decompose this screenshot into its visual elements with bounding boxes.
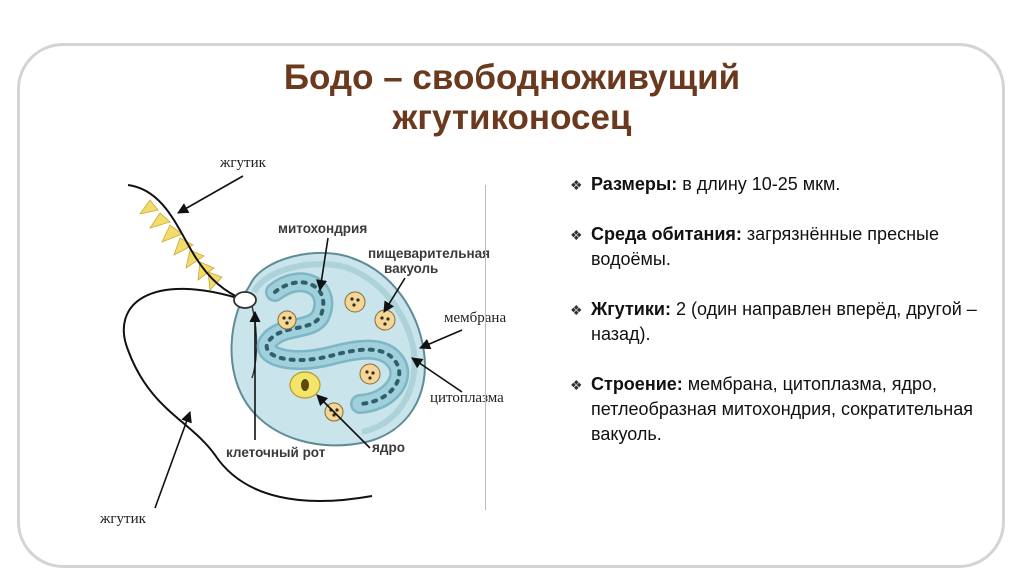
diamond-bullet-icon: ❖ <box>570 177 583 193</box>
label-membrane: мембрана <box>444 310 506 326</box>
fact-text: 2 (один направлен вперёд, другой – назад… <box>591 299 977 344</box>
arrow-membrane <box>418 329 463 350</box>
arrow-vacuole <box>383 277 406 313</box>
slide-frame <box>17 43 1005 568</box>
arrow-nucleus <box>316 394 371 449</box>
label-flagellum-bottom: жгутик <box>99 511 147 527</box>
arrow-flagellum-top <box>177 175 244 214</box>
fact-label: Жгутики: <box>591 299 671 319</box>
divider-line <box>485 185 486 510</box>
fact-label: Размеры: <box>591 174 678 194</box>
label-cytoplasm: цитоплазма <box>430 390 504 406</box>
fact-text: в длину 10-25 мкм. <box>677 174 841 194</box>
label-nucleus: ядро <box>372 440 405 455</box>
front-flagellum <box>127 184 245 301</box>
label-mitochondria: митохондрия <box>278 221 367 236</box>
label-flagellum-top: жгутик <box>219 155 267 171</box>
fact-size: ❖ Размеры: в длину 10-25 мкм. <box>568 172 993 197</box>
title-line-2: жгутиконосец <box>392 98 632 137</box>
diamond-bullet-icon: ❖ <box>570 302 583 318</box>
fact-flagella: ❖ Жгутики: 2 (один направлен вперёд, друг… <box>568 297 993 347</box>
fact-habitat: ❖ Среда обитания: загрязнённые пресные во… <box>568 222 993 272</box>
back-flagellum <box>122 287 373 502</box>
cell-mouth <box>233 291 257 309</box>
fact-label: Среда обитания: <box>591 224 742 244</box>
fact-text: загрязнённые пресные водоёмы. <box>591 224 939 269</box>
label-digestive-vacuole-1: пищеварительная <box>368 246 490 261</box>
arrow-flagellum-bottom <box>154 410 192 509</box>
bodo-diagram: жгутик митохондрия пищеварительная вакуо… <box>99 155 506 527</box>
title-line-1: Бодо – свободноживущий <box>283 58 741 97</box>
arrow-cytoplasm <box>411 357 463 393</box>
fact-text: мембрана, цитоплазма, ядро, петлеобразна… <box>591 374 974 444</box>
mitochondrion <box>256 272 410 414</box>
fact-label: Строение: <box>591 374 683 394</box>
diamond-bullet-icon: ❖ <box>570 227 583 243</box>
fact-structure: ❖ Строение: мембрана, цитоплазма, ядро, п… <box>568 372 993 447</box>
nucleus <box>289 371 321 399</box>
label-cell-mouth: клеточный рот <box>226 445 326 460</box>
diamond-bullet-icon: ❖ <box>570 377 583 393</box>
label-digestive-vacuole-2: вакуоль <box>384 261 438 276</box>
facts-list: ❖ Размеры: в длину 10-25 мкм. ❖ Среда обит… <box>568 172 993 472</box>
page-title: Бодо – свободноживущий жгутиконосец <box>180 58 844 138</box>
arrow-mitochondria <box>315 237 329 292</box>
